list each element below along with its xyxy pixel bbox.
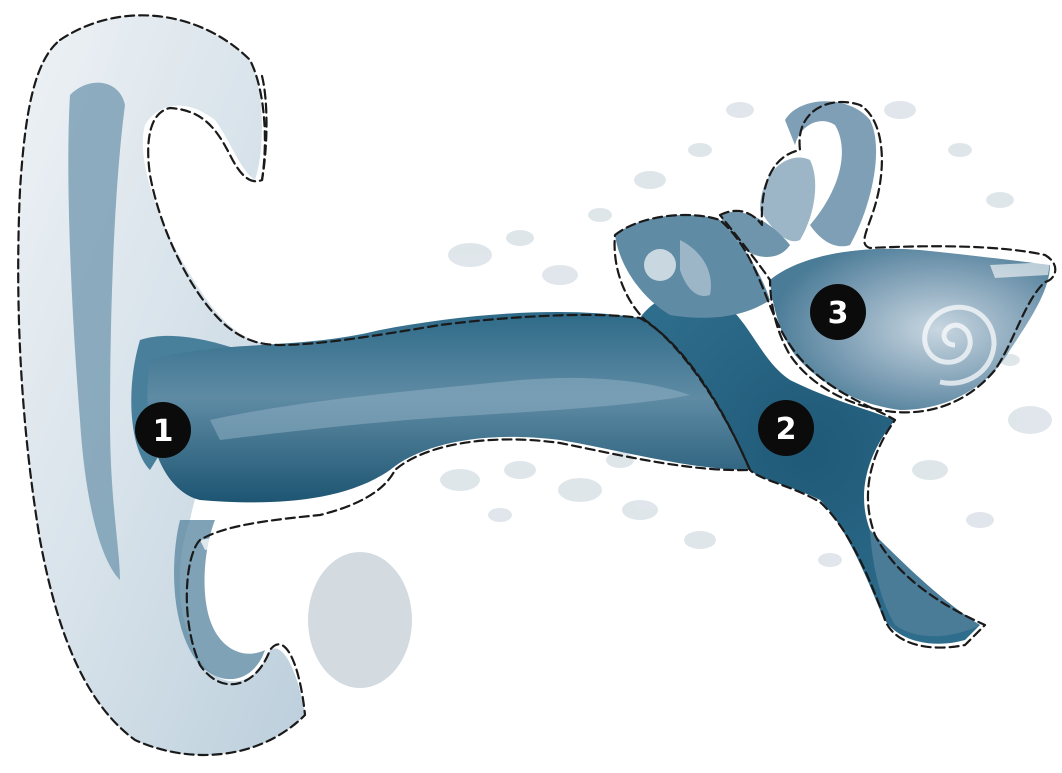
marker-3: 3 bbox=[810, 284, 866, 340]
marker-2: 2 bbox=[758, 400, 814, 456]
marker-2-label: 2 bbox=[776, 412, 797, 447]
earlobe-shadow bbox=[308, 552, 412, 688]
marker-1: 1 bbox=[135, 402, 191, 458]
marker-1-label: 1 bbox=[153, 414, 174, 449]
marker-3-label: 3 bbox=[828, 296, 849, 331]
helix-rim-outline bbox=[262, 76, 267, 180]
